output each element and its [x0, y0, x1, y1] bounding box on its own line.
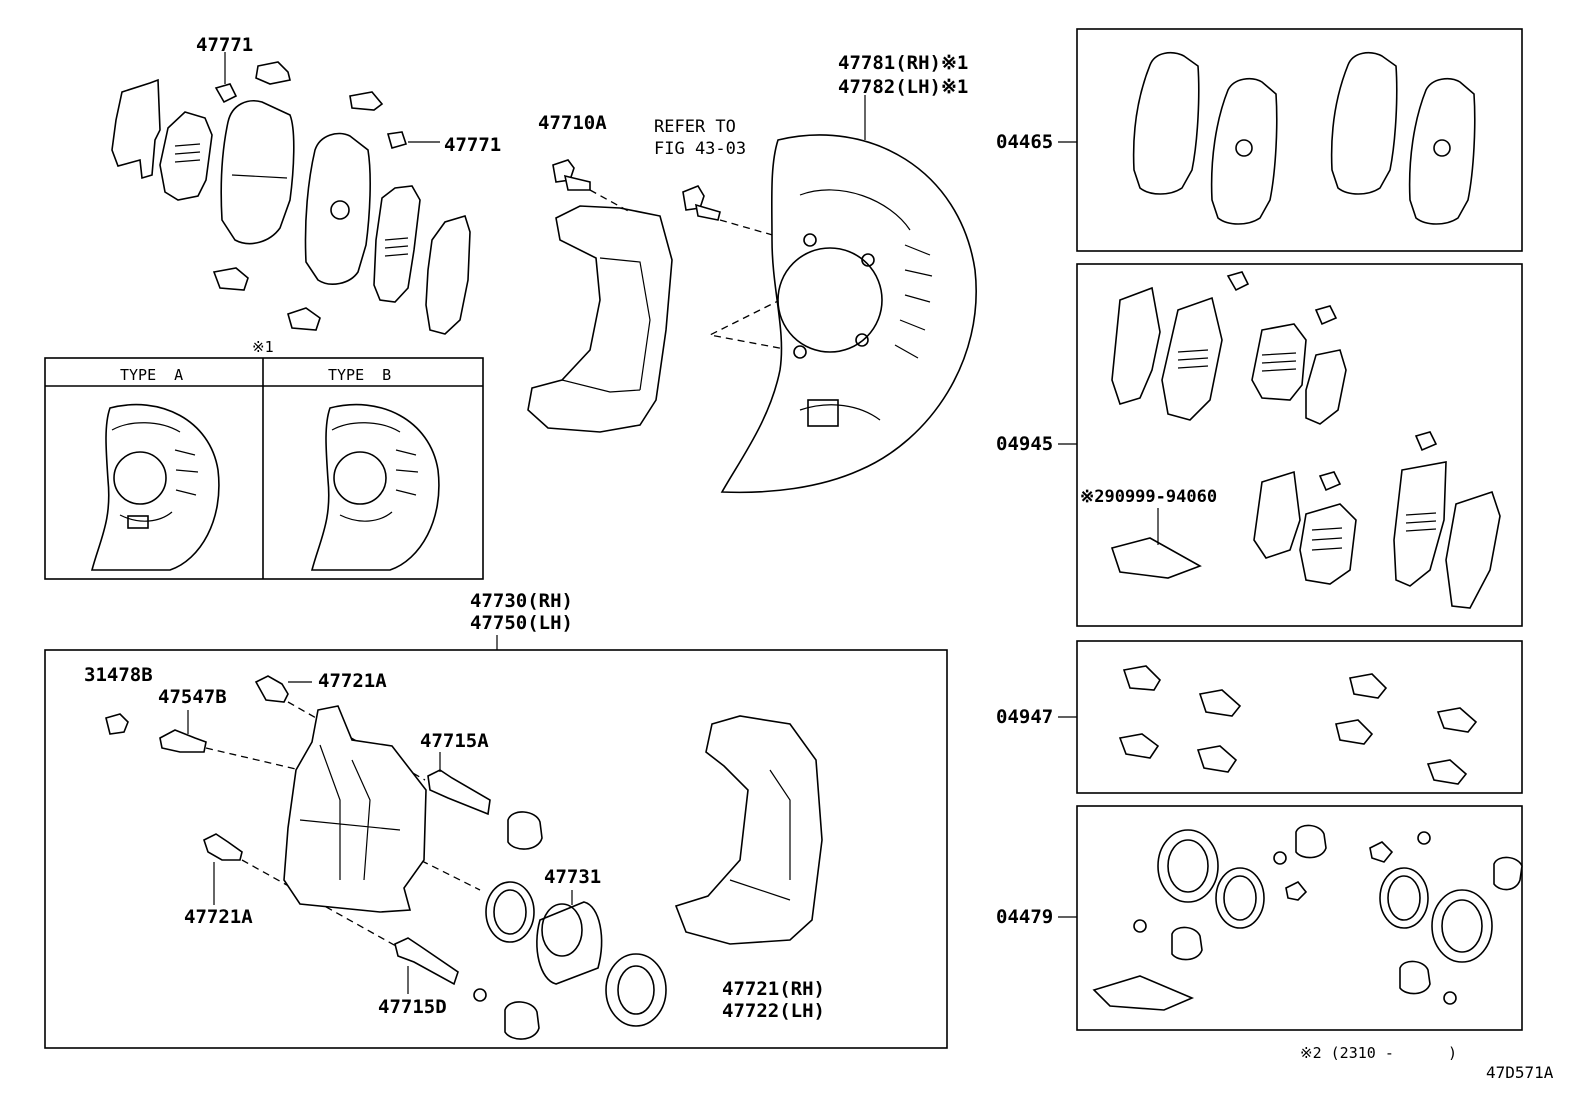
label-kit-clips: 04947 [996, 706, 1054, 728]
label-caliper-rh: 47730(RH) [470, 590, 573, 612]
label-mount-rh: 47721(RH) [722, 978, 825, 1000]
label-refer-line1: REFER TO [654, 117, 736, 137]
label-piston: 47731 [544, 866, 602, 888]
kit-boxes [1058, 28, 1523, 1031]
label-pin-upper: 47715A [420, 730, 489, 752]
shield-types-table [44, 357, 484, 580]
label-clip-top: 47771 [196, 34, 254, 56]
label-diagram-code: 47D571A [1486, 1063, 1554, 1082]
mount-illustration-top [527, 159, 851, 433]
label-type-a: TYPE A [120, 366, 184, 384]
label-bolt-lower: 47721A [184, 906, 253, 928]
label-kit-pads: 04465 [996, 131, 1054, 153]
label-mount-lh: 47722(LH) [722, 1000, 825, 1022]
label-bolt-top: 47710A [538, 112, 607, 134]
dust-shield-illustration [720, 95, 977, 494]
label-kit-seals: 04479 [996, 906, 1054, 928]
label-caliper-lh: 47750(LH) [470, 612, 573, 634]
pad-group-illustration [111, 52, 471, 335]
caliper-box [44, 635, 948, 1049]
label-footnote: ※2 (2310 - ) [1300, 1044, 1458, 1062]
label-shield-rh: 47781(RH)※1 [838, 52, 969, 74]
label-clip-right: 47771 [444, 134, 502, 156]
label-bleeder: 47547B [158, 686, 227, 708]
label-type-b: TYPE B [328, 366, 392, 384]
label-cap: 31478B [84, 664, 153, 686]
label-grease: ※290999-94060 [1080, 487, 1218, 507]
label-note-mark: ※1 [252, 338, 274, 356]
label-shield-lh: 47782(LH)※1 [838, 76, 969, 98]
label-kit-shims: 04945 [996, 433, 1054, 455]
label-refer-line2: FIG 43-03 [654, 139, 747, 159]
label-bolt-upper: 47721A [318, 670, 387, 692]
label-pin-lower: 47715D [378, 996, 447, 1018]
